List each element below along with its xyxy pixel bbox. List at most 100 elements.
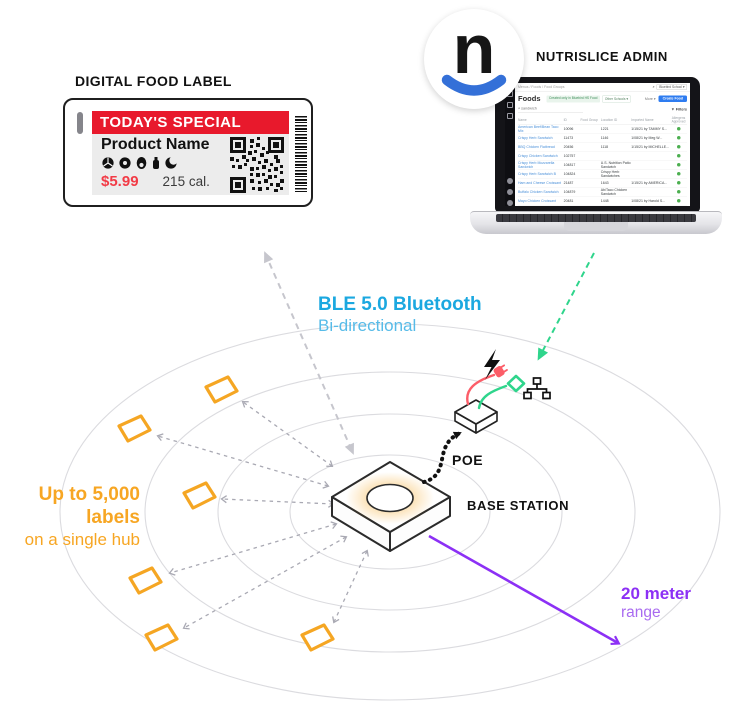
shelf-label-icon	[182, 481, 217, 510]
range-rings	[59, 323, 721, 701]
column-header: Allergens Approved	[671, 116, 686, 124]
page-title: Foods	[518, 94, 541, 104]
ble-annotation: BLE 5.0 Bluetooth Bi-directional	[318, 294, 482, 336]
status-approved-icon	[676, 189, 681, 194]
admin-topbar: Menus / Foods / Food Groups ⌕ Bluebird S…	[515, 83, 690, 92]
status-approved-icon	[676, 198, 681, 203]
range-ring	[217, 413, 563, 611]
column-header: ID	[563, 118, 567, 122]
label-link-arrow	[182, 535, 348, 630]
laptop-keyboard	[496, 214, 696, 222]
create-food-button[interactable]: Create Food	[658, 95, 687, 102]
admin-page-header: Foods Created only in Bluebird HS Food O…	[515, 92, 690, 106]
shelf-label-icon	[144, 623, 179, 652]
range-ring	[289, 454, 491, 570]
label-link-arrow	[241, 401, 334, 467]
base-station-icon	[331, 461, 451, 552]
power-plug-red-icon	[493, 364, 508, 378]
label-link-arrow	[332, 549, 369, 624]
admin-screen: Menus / Foods / Food Groups ⌕ Bluebird S…	[505, 83, 690, 206]
label-link-arrow	[168, 521, 338, 576]
scope-pill[interactable]: Other Schools ▾	[601, 95, 632, 103]
laptop: Menus / Foods / Food Groups ⌕ Bluebird S…	[495, 77, 700, 212]
laptop-trackpad	[564, 222, 628, 231]
sidebar-icon[interactable]	[507, 200, 513, 206]
shelf-label-icon	[128, 566, 163, 595]
sidebar-icon[interactable]	[507, 113, 513, 119]
status-approved-icon	[676, 126, 681, 131]
ble-title: BLE 5.0 Bluetooth	[318, 294, 482, 315]
label-link-arrow	[220, 495, 335, 508]
price: $5.99	[101, 173, 139, 190]
column-header: Name	[518, 118, 527, 122]
calories: 215 cal.	[162, 174, 210, 189]
search-input[interactable]: ⌕ sandwich	[518, 106, 583, 113]
donut-icon	[119, 157, 131, 169]
sidebar-icon[interactable]	[507, 178, 513, 184]
status-approved-icon	[676, 135, 681, 140]
shelf-labels	[117, 375, 335, 652]
status-approved-icon	[676, 171, 681, 176]
ble-subtitle: Bi-directional	[318, 316, 417, 336]
filters-button[interactable]: ▼ Filters	[670, 107, 687, 112]
column-header: Food Group	[580, 118, 598, 122]
shelf-label-icon	[300, 623, 335, 652]
shrimp-icon	[165, 156, 178, 169]
more-button[interactable]: More ▾	[644, 97, 656, 101]
sidebar-icon[interactable]	[507, 189, 513, 195]
logo-smile-icon	[441, 74, 507, 96]
poe-injector-icon	[454, 399, 498, 434]
range-subtitle: range	[621, 604, 661, 622]
capacity-subtitle: on a single hub	[24, 529, 140, 549]
admin-link-arrow	[537, 252, 595, 361]
ble-link-arrow	[264, 251, 354, 455]
sidebar-icon[interactable]	[507, 102, 513, 108]
bottle-icon	[153, 157, 159, 169]
column-header: Location ID	[600, 118, 618, 122]
ethernet-icon	[523, 377, 551, 400]
range-ring	[144, 371, 636, 653]
power-cable-red	[466, 364, 508, 406]
shelf-label-icon	[204, 375, 239, 404]
status-approved-icon	[676, 180, 681, 185]
status-approved-icon	[676, 144, 681, 149]
nutrislice-logo: n	[424, 9, 524, 109]
citrus-icon	[102, 157, 114, 169]
breadcrumb: Menus / Foods / Food Groups	[518, 85, 565, 89]
allergen-icons	[101, 156, 179, 170]
avocado-icon	[136, 157, 147, 169]
power-cable-green	[477, 374, 526, 410]
power-plug-green-icon	[506, 374, 526, 393]
search-icon[interactable]: ⌕	[652, 84, 655, 90]
lightning-icon	[484, 349, 500, 380]
label-banner: TODAY'S SPECIAL	[92, 111, 289, 134]
capacity-title: Up to 5,000 labels	[38, 484, 140, 528]
school-selector[interactable]: Bluebird School ▾	[656, 84, 687, 90]
range-annotation: 20 meter range	[621, 584, 691, 623]
admin-heading: NUTRISLICE ADMIN	[536, 49, 668, 64]
range-ring	[59, 323, 721, 701]
barcode-icon	[295, 116, 307, 192]
status-approved-icon	[676, 162, 681, 167]
poe-label: POE	[452, 452, 484, 468]
poe-cable-icon	[422, 431, 462, 484]
capacity-annotation: Up to 5,000 labels on a single hub	[0, 484, 140, 550]
range-title: 20 meter	[621, 584, 691, 603]
status-approved-icon	[676, 153, 681, 158]
qr-code-icon	[230, 137, 284, 193]
column-header: Imported Name	[631, 118, 654, 122]
base-station-port	[366, 483, 414, 513]
shelf-label-icon	[117, 414, 152, 443]
